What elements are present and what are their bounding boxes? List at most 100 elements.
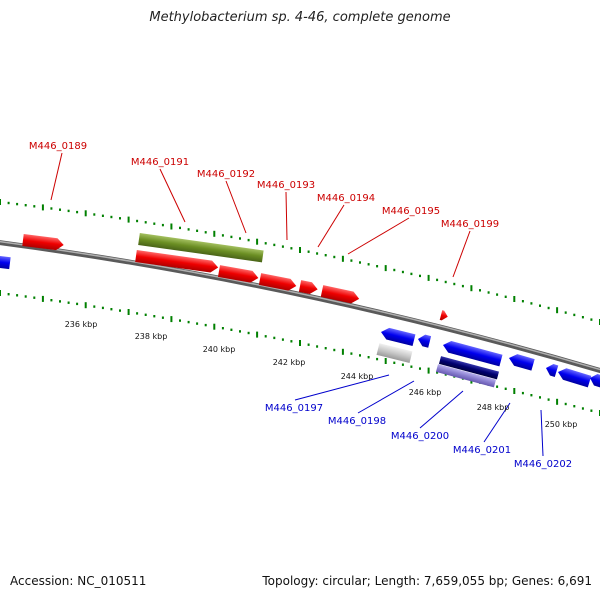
minor-tick — [393, 361, 396, 364]
minor-tick — [547, 306, 550, 310]
gene-arrow-reverse[interactable] — [544, 362, 559, 377]
gene-label[interactable]: M446_0197 — [265, 403, 323, 414]
gene-arrow-reverse[interactable] — [417, 333, 432, 348]
minor-tick — [453, 282, 456, 286]
gene-arrow-forward[interactable] — [320, 285, 361, 305]
minor-tick — [436, 371, 439, 374]
minor-tick — [307, 343, 310, 346]
gene-label[interactable]: M446_0189 — [29, 141, 87, 152]
minor-tick — [187, 228, 190, 231]
minor-tick — [110, 215, 113, 219]
minor-tick — [504, 387, 507, 390]
minor-tick — [581, 316, 584, 319]
minor-tick — [59, 300, 61, 303]
minor-tick — [401, 270, 404, 274]
major-tick — [41, 204, 44, 211]
major-tick — [427, 367, 430, 374]
gene-label[interactable]: M446_0202 — [514, 459, 572, 470]
minor-tick — [504, 295, 507, 298]
major-tick — [170, 223, 173, 230]
minor-tick — [76, 302, 79, 306]
genome-backbone-highlight — [0, 240, 600, 371]
light-feature-bar[interactable] — [435, 364, 496, 388]
genome-summary-text: Topology: circular; Length: 7,659,055 bp… — [262, 574, 592, 588]
major-tick — [256, 238, 259, 245]
minor-tick — [136, 312, 139, 315]
minor-tick — [479, 289, 481, 292]
scale-label: 238 kbp — [135, 332, 168, 341]
gene-arrow-forward[interactable] — [258, 273, 298, 292]
scale-labels: 236 kbp 238 kbp 240 kbp 242 kbp 244 kbp … — [65, 320, 578, 429]
gene-label[interactable]: M446_0193 — [257, 180, 315, 191]
gene-label[interactable]: M446_0200 — [391, 431, 449, 442]
minor-tick — [50, 299, 53, 302]
major-tick — [170, 316, 173, 323]
minor-tick — [7, 201, 10, 205]
minor-tick — [367, 356, 370, 359]
gene-label[interactable]: M446_0199 — [441, 219, 499, 230]
minor-tick — [239, 330, 241, 333]
gene-arrow-forward[interactable] — [135, 250, 219, 273]
gene-arrow-reverse[interactable] — [0, 255, 11, 270]
minor-tick — [110, 308, 113, 311]
minor-tick — [496, 293, 499, 296]
minor-tick — [221, 327, 224, 330]
scale-label: 248 kbp — [477, 403, 510, 412]
forward-gene-labels: M446_0189 M446_0191 M446_0192 M446_0193 … — [29, 141, 499, 278]
minor-tick — [16, 294, 19, 297]
inner-tick-track — [0, 290, 600, 416]
pseudo-feature-bar[interactable] — [376, 343, 413, 364]
minor-tick — [264, 242, 267, 245]
major-tick — [556, 398, 559, 405]
minor-tick — [539, 396, 541, 399]
major-tick — [41, 295, 44, 302]
minor-tick — [101, 306, 104, 310]
minor-tick — [101, 214, 104, 217]
gene-arrow-reverse[interactable] — [507, 352, 535, 371]
minor-tick — [376, 265, 379, 268]
minor-tick — [136, 219, 139, 223]
accession-text: Accession: NC_010511 — [10, 574, 147, 588]
minor-tick — [521, 391, 524, 395]
gene-arrow-forward[interactable] — [439, 310, 449, 321]
minor-tick — [521, 300, 524, 303]
minor-tick — [410, 365, 413, 368]
dark-feature-bar[interactable] — [438, 356, 499, 380]
minor-tick — [350, 352, 353, 355]
minor-tick — [230, 235, 233, 239]
minor-tick — [324, 254, 327, 257]
gene-arrow-reverse[interactable] — [380, 326, 416, 347]
major-tick — [384, 265, 387, 272]
minor-tick — [539, 304, 541, 307]
gene-arrow-forward[interactable] — [217, 265, 259, 284]
minor-tick — [24, 295, 27, 298]
minor-tick — [590, 409, 593, 412]
gene-label[interactable]: M446_0198 — [328, 416, 386, 427]
gene-arrow-forward[interactable] — [298, 280, 319, 295]
major-tick — [213, 323, 216, 330]
gene-arrow-reverse[interactable] — [556, 366, 592, 388]
minor-tick — [333, 348, 336, 352]
major-tick — [556, 307, 559, 314]
rna-feature-bar[interactable] — [138, 233, 264, 263]
minor-tick — [144, 221, 147, 224]
major-tick — [299, 340, 301, 346]
gene-label[interactable]: M446_0192 — [197, 169, 255, 180]
gene-label[interactable]: M446_0191 — [131, 157, 189, 168]
gene-arrow-reverse[interactable] — [441, 339, 503, 367]
minor-tick — [76, 210, 79, 214]
major-tick — [0, 199, 1, 205]
minor-tick — [573, 313, 576, 317]
gene-arrow-forward[interactable] — [22, 234, 64, 251]
gene-label[interactable]: M446_0195 — [382, 206, 440, 217]
gene-label[interactable]: M446_0194 — [317, 193, 375, 204]
major-tick — [470, 285, 473, 292]
outer-tick-track — [0, 199, 600, 325]
gene-label[interactable]: M446_0201 — [453, 445, 511, 456]
minor-tick — [153, 315, 156, 318]
minor-tick — [530, 394, 533, 397]
minor-tick — [316, 252, 319, 255]
major-tick — [299, 247, 301, 253]
minor-tick — [119, 309, 121, 312]
gene-arrow-reverse[interactable] — [588, 372, 600, 388]
